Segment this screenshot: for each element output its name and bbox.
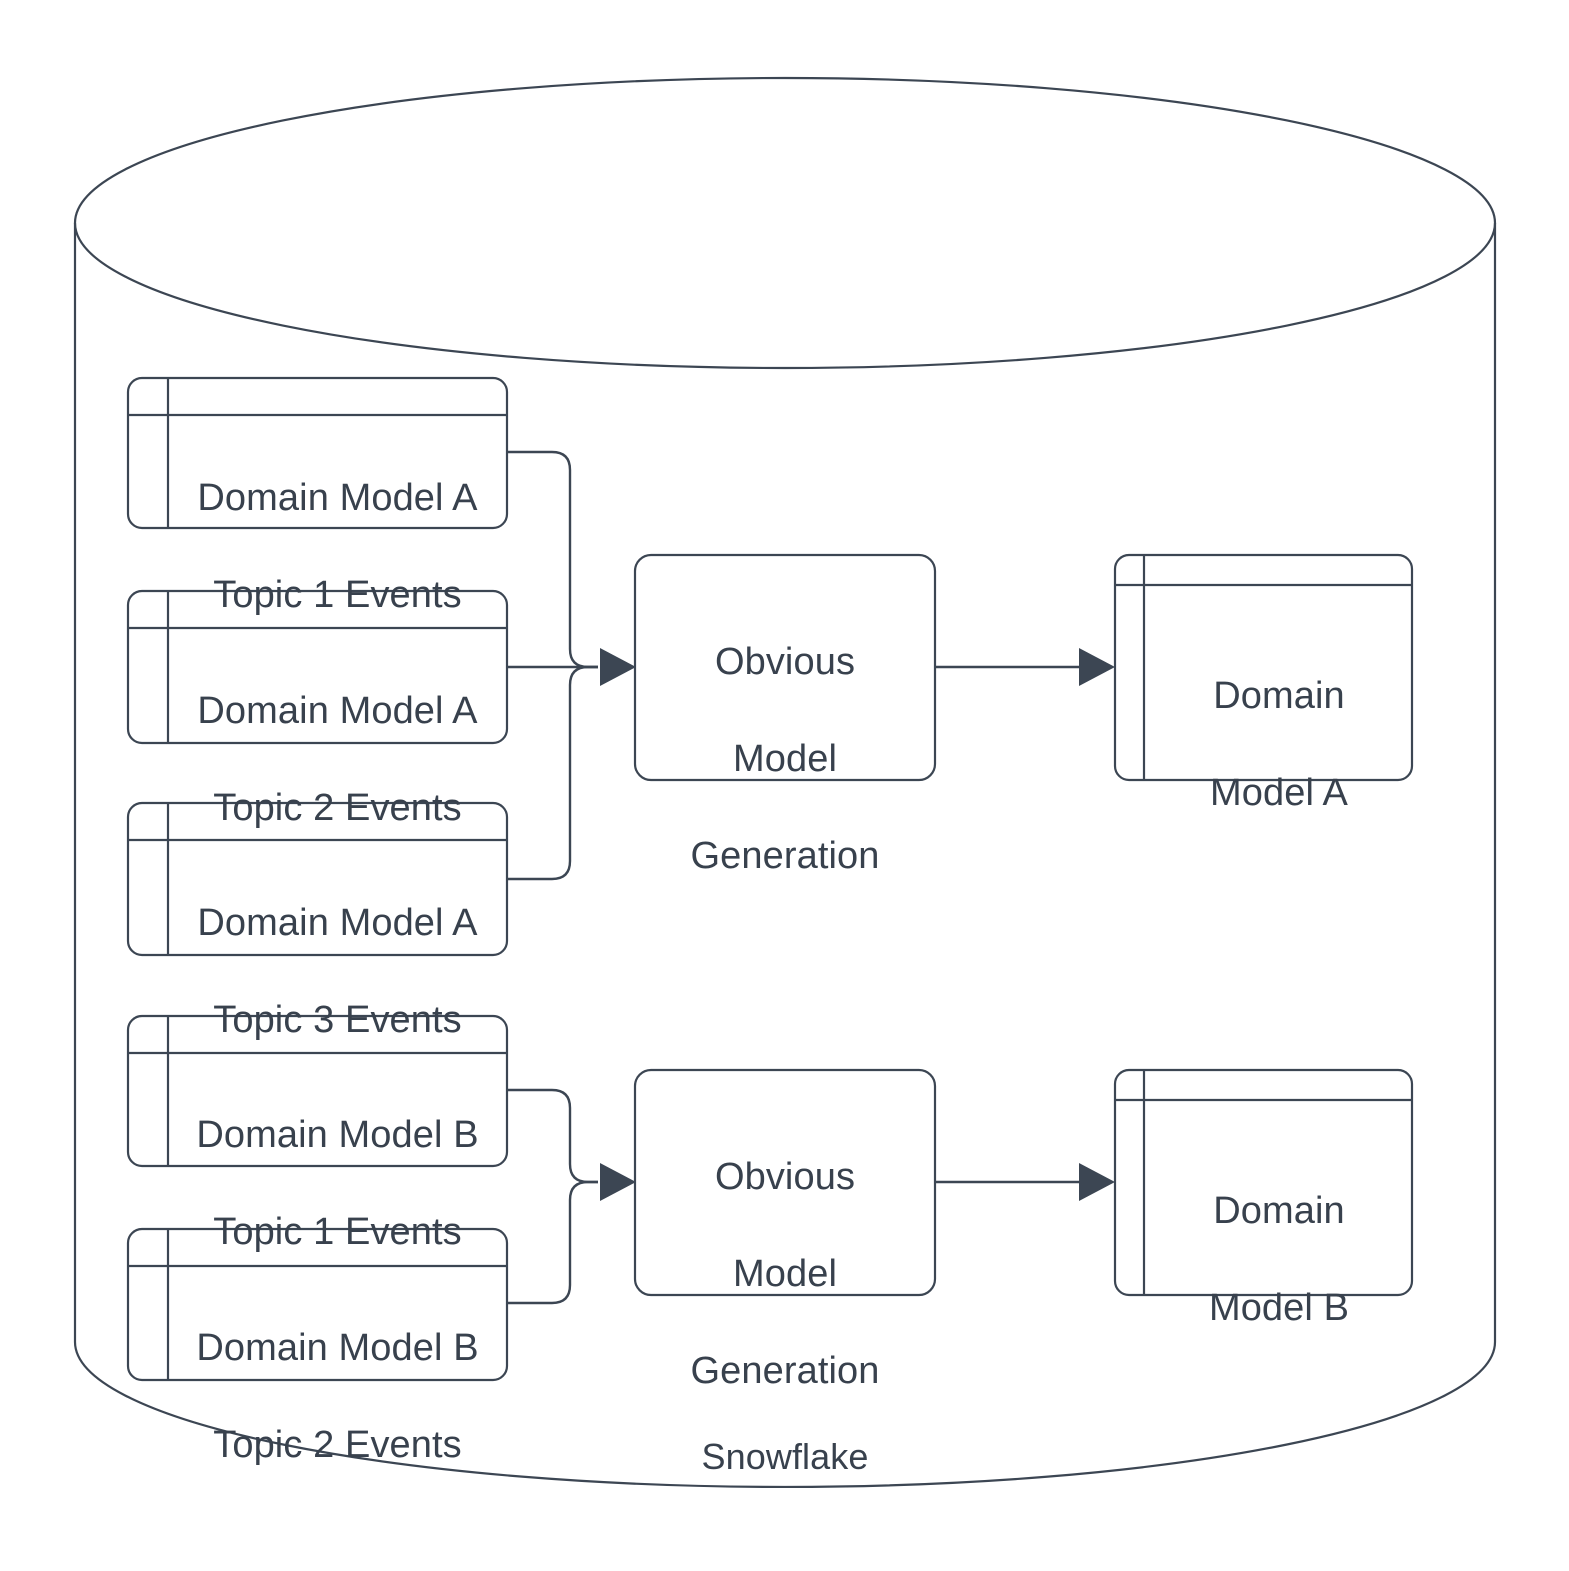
- arrowhead-a-into-process: [600, 648, 636, 686]
- source-table-a-topic-3[interactable]: [126, 801, 509, 957]
- connector-group-a: [507, 450, 1115, 881]
- source-table-a-topic-2[interactable]: [126, 589, 509, 745]
- connector-b-topic-2: [507, 1180, 598, 1305]
- snowflake-cylinder: [73, 76, 1497, 1489]
- source-table-a-topic-1[interactable]: [126, 376, 509, 530]
- arrowhead-b-into-process: [600, 1163, 636, 1201]
- cylinder-body: [73, 223, 1497, 1489]
- source-table-b-topic-2[interactable]: [126, 1227, 509, 1382]
- arrowhead-a-into-model: [1079, 648, 1115, 686]
- connector-group-b: [507, 1088, 1115, 1305]
- cylinder-top-ellipse: [73, 76, 1497, 370]
- output-table-model-b[interactable]: [1113, 1068, 1414, 1297]
- connector-a-topic-3: [507, 665, 598, 881]
- output-table-model-a[interactable]: [1113, 553, 1414, 782]
- source-table-b-topic-1[interactable]: [126, 1014, 509, 1168]
- connector-b-topic-1: [507, 1088, 598, 1184]
- process-box-a[interactable]: [633, 553, 937, 782]
- arrowhead-b-into-model: [1079, 1163, 1115, 1201]
- process-box-b[interactable]: [633, 1068, 937, 1297]
- connector-a-topic-1: [507, 450, 598, 669]
